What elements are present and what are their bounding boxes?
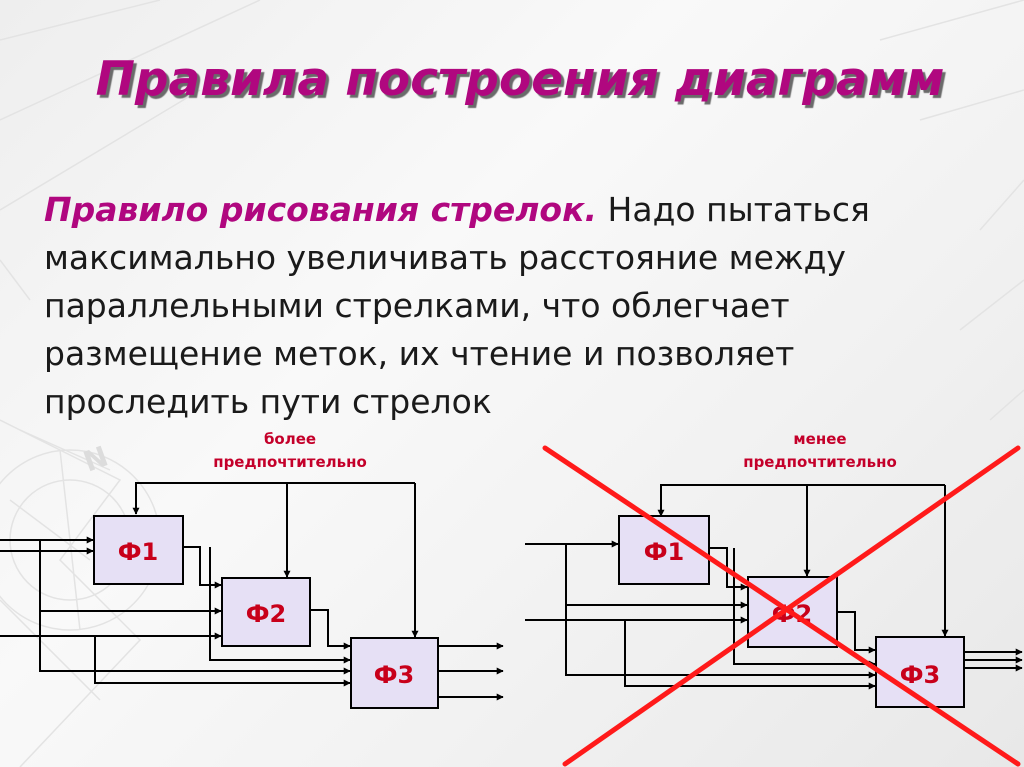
- input-arrow: [94, 636, 351, 687]
- rule-line: Надо пытаться: [597, 190, 870, 229]
- diagram-preferred: Ф1 Ф2 Ф3: [0, 482, 504, 709]
- input-arrow: [39, 611, 351, 675]
- caption-preferred-line2: предпочтительно: [213, 453, 367, 471]
- block-f1-label: Ф1: [118, 538, 159, 566]
- rule-line: проследить пути стрелок: [44, 382, 492, 421]
- block-f3: Ф3: [350, 637, 439, 709]
- rule-text: Правило рисования стрелок. Надо пытаться…: [44, 186, 964, 426]
- caption-not-preferred-line2: предпочтительно: [743, 453, 897, 471]
- block-f2-label: Ф2: [246, 600, 287, 628]
- cross-out-mark: [542, 445, 1021, 767]
- flow-arrow: [837, 611, 876, 654]
- diagram-not-preferred: Ф1 Ф2 Ф3: [525, 445, 1023, 767]
- rule-heading: Правило рисования стрелок.: [44, 190, 598, 229]
- caption-not-preferred-line1: менее: [793, 430, 847, 448]
- flow-arrow: [183, 546, 222, 589]
- input-arrow: [624, 620, 876, 690]
- input-arrow: [209, 547, 351, 664]
- rule-line: максимально увеличивать расстояние между: [44, 238, 846, 277]
- slide-title: Правила построения диаграмм: [95, 52, 945, 107]
- caption-preferred: более предпочтительно: [170, 428, 410, 474]
- control-arrow: [132, 482, 415, 515]
- flow-arrow: [310, 609, 351, 650]
- input-arrow: [733, 548, 876, 668]
- rule-line: размещение меток, их чтение и позволяет: [44, 334, 795, 373]
- rule-line: параллельными стрелками, что облегчает: [44, 286, 790, 325]
- block-f1-label: Ф1: [644, 538, 685, 566]
- caption-not-preferred: менее предпочтительно: [690, 428, 950, 474]
- control-arrow: [657, 484, 945, 517]
- block-f3-label: Ф3: [374, 661, 415, 689]
- block-f1: Ф1: [93, 515, 184, 585]
- block-f3: Ф3: [875, 636, 965, 708]
- caption-preferred-line1: более: [263, 430, 317, 448]
- block-f2: Ф2: [221, 577, 311, 647]
- input-arrow: [565, 605, 876, 679]
- block-f3-label: Ф3: [900, 661, 941, 689]
